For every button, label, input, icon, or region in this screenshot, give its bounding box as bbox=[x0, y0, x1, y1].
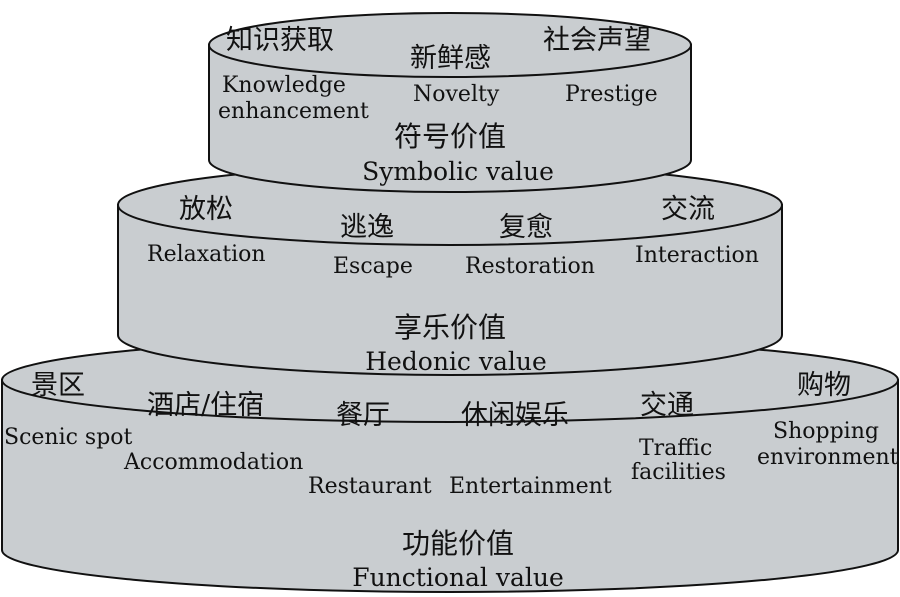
hedonic-title-en: Hedonic value bbox=[365, 347, 547, 376]
novelty-zh: 新鲜感 bbox=[410, 43, 491, 74]
accommodation-zh: 酒店/住宿 bbox=[147, 390, 264, 421]
prestige-zh: 社会声望 bbox=[543, 25, 651, 56]
escape-en: Escape bbox=[333, 254, 413, 279]
entertainment-en: Entertainment bbox=[449, 474, 612, 499]
shopping-en-line1: Shopping bbox=[773, 419, 879, 444]
shopping-zh: 购物 bbox=[797, 370, 851, 401]
scenic-spot-en: Scenic spot bbox=[4, 425, 133, 450]
functional-title-zh: 功能价值 bbox=[402, 527, 514, 560]
symbolic-title-en: Symbolic value bbox=[362, 157, 554, 186]
interaction-zh: 交流 bbox=[661, 194, 715, 225]
functional-tier-body bbox=[1, 379, 899, 593]
relaxation-en: Relaxation bbox=[147, 242, 266, 267]
shopping-en-line2: environment bbox=[757, 445, 899, 470]
restoration-en: Restoration bbox=[465, 254, 595, 279]
traffic-en-line2: facilities bbox=[631, 460, 726, 485]
scenic-spot-zh: 景区 bbox=[31, 370, 85, 401]
restaurant-en: Restaurant bbox=[308, 474, 432, 499]
escape-zh: 逃逸 bbox=[340, 212, 394, 243]
symbolic-tier-top bbox=[208, 12, 692, 78]
symbolic-tier bbox=[208, 12, 692, 193]
interaction-en: Interaction bbox=[635, 243, 759, 268]
knowledge-en-line2: enhancement bbox=[218, 99, 369, 124]
knowledge-zh: 知识获取 bbox=[226, 25, 334, 56]
traffic-en-line1: Traffic bbox=[639, 436, 712, 461]
hedonic-title-zh: 享乐价值 bbox=[394, 311, 506, 344]
knowledge-en-line1: Knowledge bbox=[222, 73, 346, 98]
hedonic-tier-body bbox=[117, 204, 783, 376]
functional-title-en: Functional value bbox=[352, 563, 564, 592]
traffic-zh: 交通 bbox=[640, 390, 694, 421]
accommodation-en: Accommodation bbox=[123, 450, 303, 475]
relaxation-zh: 放松 bbox=[179, 194, 233, 225]
symbolic-title-zh: 符号价值 bbox=[394, 120, 506, 153]
novelty-en: Novelty bbox=[413, 82, 500, 107]
prestige-en: Prestige bbox=[565, 82, 658, 107]
restaurant-zh: 餐厅 bbox=[336, 400, 390, 431]
hedonic-tier bbox=[117, 164, 783, 376]
restoration-zh: 复愈 bbox=[499, 212, 553, 243]
symbolic-tier-body bbox=[208, 44, 692, 193]
entertainment-zh: 休闲娱乐 bbox=[461, 400, 569, 431]
